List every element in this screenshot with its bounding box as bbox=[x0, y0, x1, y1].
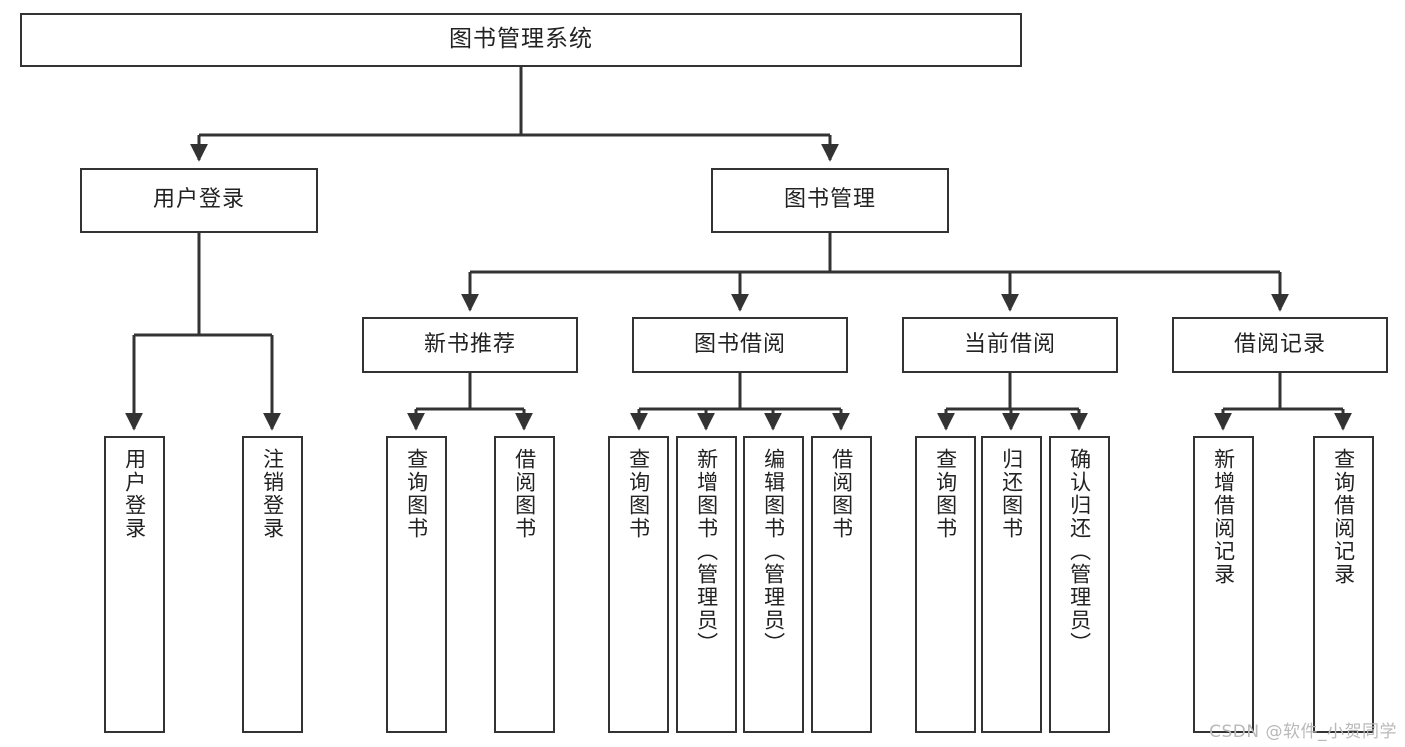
node-label: 查询借阅记录 bbox=[1331, 448, 1356, 586]
node-label: 图书管理系统 bbox=[449, 26, 593, 53]
leaf-current-return-book[interactable]: 归还图书 bbox=[981, 436, 1042, 733]
node-label: 用户登录 bbox=[122, 448, 147, 540]
node-label: 借阅记录 bbox=[1233, 331, 1326, 357]
node-borrow-record[interactable]: 借阅记录 bbox=[1172, 317, 1388, 373]
node-label: 查询图书 bbox=[626, 448, 651, 540]
node-root-system[interactable]: 图书管理系统 bbox=[20, 13, 1022, 67]
leaf-record-add[interactable]: 新增借阅记录 bbox=[1193, 436, 1254, 733]
node-label: 确认归还（管理员） bbox=[1067, 448, 1092, 655]
leaf-borrow-edit-book[interactable]: 编辑图书（管理员） bbox=[743, 436, 804, 733]
leaf-borrow-query-book[interactable]: 查询图书 bbox=[608, 436, 669, 733]
leaf-user-login-login[interactable]: 用户登录 bbox=[104, 436, 165, 733]
node-label: 借阅图书 bbox=[512, 448, 537, 540]
node-label: 用户登录 bbox=[152, 187, 245, 213]
leaf-record-query[interactable]: 查询借阅记录 bbox=[1313, 436, 1374, 733]
node-label: 图书借阅 bbox=[693, 331, 786, 357]
node-label: 借阅图书 bbox=[829, 448, 854, 540]
node-label: 当前借阅 bbox=[963, 331, 1056, 357]
node-label: 归还图书 bbox=[999, 448, 1024, 540]
node-label: 注销登录 bbox=[260, 448, 285, 540]
leaf-new-book-query[interactable]: 查询图书 bbox=[386, 436, 447, 733]
node-current-borrow[interactable]: 当前借阅 bbox=[902, 317, 1118, 373]
node-label: 新增图书（管理员） bbox=[694, 448, 719, 655]
node-label: 新书推荐 bbox=[423, 331, 516, 357]
node-label: 查询图书 bbox=[404, 448, 429, 540]
node-new-book-recommend[interactable]: 新书推荐 bbox=[362, 317, 578, 373]
leaf-user-login-logout[interactable]: 注销登录 bbox=[242, 436, 303, 733]
leaf-borrow-borrow-book[interactable]: 借阅图书 bbox=[811, 436, 872, 733]
node-book-management[interactable]: 图书管理 bbox=[711, 168, 949, 233]
leaf-current-query-book[interactable]: 查询图书 bbox=[915, 436, 976, 733]
node-label: 图书管理 bbox=[783, 187, 876, 213]
node-label: 编辑图书（管理员） bbox=[761, 448, 786, 655]
leaf-borrow-add-book[interactable]: 新增图书（管理员） bbox=[676, 436, 737, 733]
csdn-watermark: CSDN @软件_小贺同学 bbox=[1209, 722, 1397, 742]
node-label: 查询图书 bbox=[933, 448, 958, 540]
leaf-current-confirm-return[interactable]: 确认归还（管理员） bbox=[1049, 436, 1110, 733]
node-label: 新增借阅记录 bbox=[1211, 448, 1236, 586]
node-user-login[interactable]: 用户登录 bbox=[80, 168, 318, 233]
leaf-new-book-borrow[interactable]: 借阅图书 bbox=[494, 436, 555, 733]
node-book-borrow[interactable]: 图书借阅 bbox=[632, 317, 848, 373]
